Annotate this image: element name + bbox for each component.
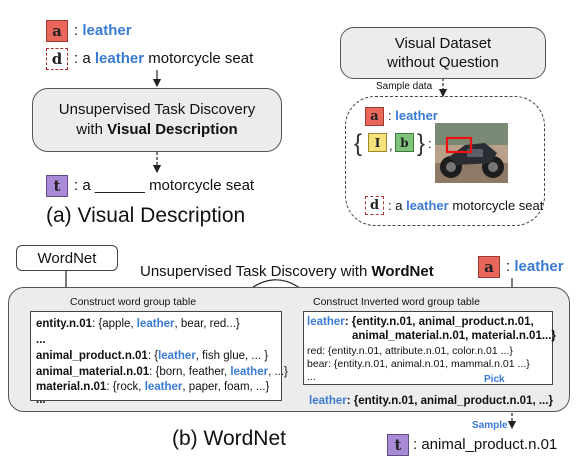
wordnet-node: WordNet (16, 245, 118, 271)
tag-t: t (46, 175, 68, 197)
wordnet-tag-t: t (387, 434, 409, 456)
group-table-row: animal_material.n.01: {born, feather, le… (36, 366, 288, 378)
group-table-row: ... (36, 394, 46, 406)
sample-answer: : leather (388, 108, 438, 123)
caption-b: (b) WordNet (172, 427, 286, 450)
picked-row: leather: {entity.n.01, animal_product.n.… (309, 395, 553, 407)
inverted-row-leather: leather: {entity.n.01, animal_product.n.… (307, 316, 534, 328)
comma: , (389, 138, 393, 153)
answer-text: : leather (74, 22, 132, 39)
tag-a: a (46, 20, 68, 42)
group-table-row: ... (36, 334, 46, 346)
visual-dataset-box: Visual Dataset without Question (340, 27, 546, 79)
visual-description-box: Unsupervised Task Discovery with Visual … (32, 88, 282, 152)
box-line1: Unsupervised Task Discovery (58, 101, 256, 118)
inverted-row-leather-cont: animal_material.n.01, material.n.01...} (352, 330, 556, 342)
inverted-table (303, 311, 553, 385)
group-table-row: entity.n.01: {apple, leather, bear, red.… (36, 318, 240, 330)
sample-description: : a leather motorcycle seat (388, 198, 544, 213)
sample-tag-d: d (365, 196, 384, 215)
sample-tag-b: b (395, 133, 414, 152)
inverted-table-row: bear: {entity.n.01, animal.n.01, mammal.… (307, 358, 530, 370)
brace-open: { (354, 130, 363, 157)
brace-close: } (417, 130, 426, 157)
inverted-table-row: ... (307, 371, 316, 383)
sample-tag-I: I (368, 133, 387, 152)
pick-label: Pick (484, 374, 505, 385)
construct-label: Construct word group table (70, 296, 197, 308)
wordnet-answer: : leather (506, 258, 564, 275)
sample-container (345, 96, 545, 226)
dataset-line1: Visual Dataset (394, 35, 492, 52)
task-text: : a ______ motorcycle seat (74, 177, 255, 194)
inverted-label: Construct Inverted word group table (313, 296, 480, 308)
wordnet-tag-a: a (478, 256, 500, 278)
wordnet-task-text: : animal_product.n.01 (413, 436, 558, 453)
wordnet-title: Unsupervised Task Discovery with WordNet (140, 263, 434, 280)
caption-a: (a) Visual Description (46, 204, 246, 227)
inverted-table-row: red: {entity.n.01, attribute.n.01, color… (307, 345, 513, 357)
box-line2: with Visual Description (76, 121, 238, 138)
sample-label: Sample (472, 420, 508, 431)
dataset-line2: without Question (387, 54, 499, 71)
word-group-table (30, 311, 282, 401)
colon: : (428, 136, 432, 151)
group-table-row: material.n.01: {rock, leather, paper, fo… (36, 381, 270, 393)
sample-data-label: Sample data (376, 81, 433, 92)
group-table-row: animal_product.n.01: {leather, fish glue… (36, 350, 269, 362)
sample-tag-a: a (365, 107, 384, 126)
tag-d: d (46, 48, 68, 70)
motorcycle-image (435, 123, 508, 183)
description-text: : a leather motorcycle seat (74, 50, 254, 67)
